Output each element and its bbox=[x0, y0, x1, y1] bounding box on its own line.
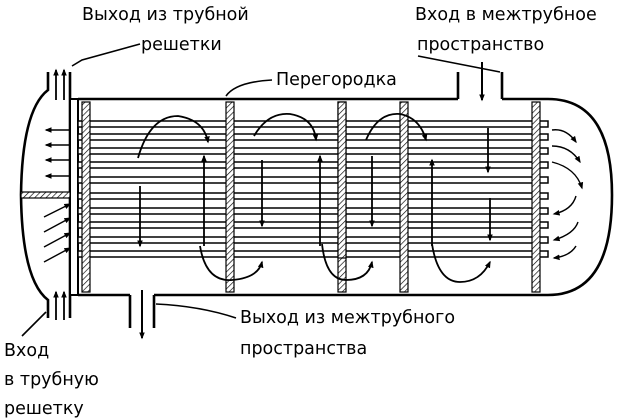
leader-lines bbox=[21, 43, 501, 337]
tube-4 bbox=[77, 161, 549, 169]
label-baffle: Перегородка bbox=[276, 70, 397, 90]
label-shell-outlet: Выход из межтрубного пространства bbox=[240, 308, 461, 359]
tube-3 bbox=[77, 147, 549, 155]
leader-shell-outlet bbox=[155, 303, 237, 319]
tube-6 bbox=[77, 192, 549, 200]
tube-5 bbox=[77, 176, 549, 184]
arrow-head-in-4 bbox=[43, 203, 72, 218]
tube-9 bbox=[77, 236, 549, 244]
leader-tube-inlet bbox=[21, 311, 47, 337]
arrow-return-5 bbox=[552, 221, 579, 242]
arrow-loop-top-2 bbox=[253, 113, 319, 142]
baffle-2 bbox=[225, 101, 235, 293]
label-tube-outlet: Выход из трубной решетки bbox=[82, 5, 254, 55]
arrow-head-in-3 bbox=[43, 217, 72, 233]
label-tube-inlet: Вход в трубную решетку bbox=[4, 341, 104, 419]
baffle-4 bbox=[399, 101, 409, 293]
tube-bundle bbox=[77, 120, 549, 258]
arrow-loop-top-1 bbox=[137, 115, 210, 159]
flow-arrows bbox=[43, 62, 584, 340]
label-shell-inlet: Вход в межтрубное пространство bbox=[415, 5, 602, 55]
arrow-head-in-1 bbox=[43, 247, 72, 263]
arrow-loop-bot-3 bbox=[431, 243, 491, 283]
tube-1 bbox=[77, 120, 549, 128]
arrow-return-6 bbox=[552, 245, 577, 261]
arrow-loop-top-3 bbox=[365, 113, 428, 142]
arrow-return-1 bbox=[551, 129, 577, 144]
arrow-loop-bot-2 bbox=[321, 243, 374, 281]
baffle-5 bbox=[531, 101, 541, 293]
arrow-head-in-2 bbox=[43, 232, 72, 248]
leader-shell-inlet bbox=[417, 55, 501, 73]
head-partition bbox=[20, 191, 71, 199]
leader-tube-outlet bbox=[71, 43, 141, 67]
tube-7 bbox=[77, 207, 549, 215]
tube-sheet bbox=[69, 98, 79, 296]
tube-8 bbox=[77, 221, 549, 229]
shell-outline bbox=[78, 97, 614, 297]
arrow-return-4 bbox=[552, 195, 577, 216]
shell bbox=[19, 72, 614, 328]
tube-10 bbox=[77, 250, 549, 258]
shell-outlet-nozzle bbox=[128, 295, 156, 328]
arrow-return-3 bbox=[551, 161, 584, 190]
shell-inlet-nozzle bbox=[456, 72, 504, 99]
arrow-return-2 bbox=[551, 145, 581, 164]
baffles bbox=[81, 101, 541, 293]
baffle-segment bbox=[337, 101, 347, 259]
baffle-1 bbox=[81, 101, 91, 293]
arrow-loop-bot-1 bbox=[199, 245, 264, 281]
leader-baffle bbox=[225, 79, 273, 97]
